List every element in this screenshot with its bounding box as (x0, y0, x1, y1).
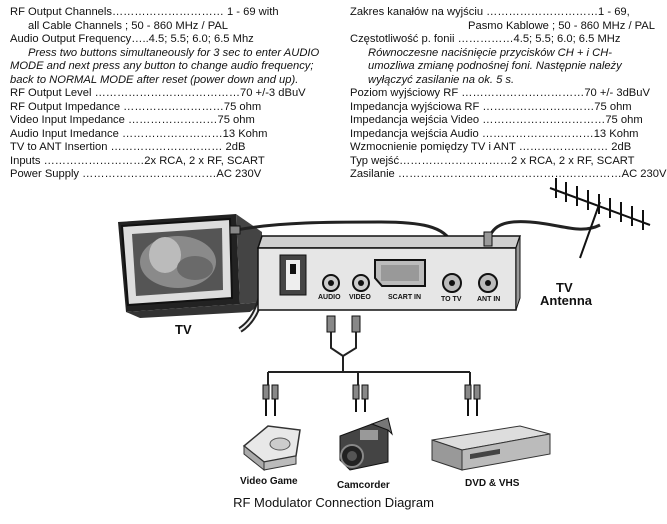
rf-modulator (256, 235, 522, 311)
cable-tv-to-modulator (235, 220, 454, 245)
spec-list-english: RF Output Channels………………………… 1 - 69 with… (10, 6, 335, 182)
spec-pl-line: Wzmocnienie pomiędzy TV i ANT …………………… 2… (350, 141, 632, 153)
spec-list-polish: Zakres kanałów na wyjściu …………………………1 - … (350, 6, 667, 182)
antenna-label-line1: TV (556, 280, 573, 295)
spec-pl-line: Impedancja wejścia Audio …………………………13 Ko… (350, 127, 639, 140)
diagram-caption: RF Modulator Connection Diagram (233, 495, 434, 510)
cable-antenna (486, 220, 601, 245)
ant-in-label: ANT IN (477, 296, 501, 303)
camcorder-label: Camcorder (337, 480, 390, 491)
spec-en-line: back to NORMAL MODE after reset (power d… (10, 73, 299, 86)
spec-pl-line: umozliwa zmianę podnośnej foni. Następni… (368, 60, 622, 72)
tv-label: TV (175, 322, 192, 337)
spec-en-line: Press two buttons simultaneously for 3 s… (28, 46, 320, 59)
rca-cable-main (267, 318, 471, 385)
spec-en-line: Video Input Impedance ……………………75 ohm (10, 114, 255, 126)
spec-pl-line: Impedancja wejścia Video ……………………………75 o… (350, 114, 643, 126)
spec-en-line: RF Output Channels………………………… 1 - 69 with (10, 6, 279, 18)
spec-pl-line: wyłączyć zasilanie na ok. 5 s. (368, 73, 515, 86)
spec-en-line: Inputs ………………………2x RCA, 2 x RF, SCART (10, 154, 265, 167)
spec-en-line: RF Output Impedance ………………………75 ohm (10, 100, 262, 113)
video-jack-label: VIDEO (349, 294, 371, 301)
spec-pl-line: Poziom wyjściowy RF ……………………………70 +/- 3d… (350, 87, 650, 99)
to-tv-label: TO TV (441, 296, 462, 303)
video-game-icon (242, 425, 301, 472)
audio-jack-label: AUDIO (318, 294, 341, 301)
spec-en-line: Audio Output Frequency…..4.5; 5.5; 6.0; … (10, 33, 254, 45)
spec-en-line: Audio Input Imedance ………………………13 Kohm (10, 127, 268, 140)
antenna-label-line2: Antenna (540, 293, 592, 308)
dvd-vhs-icon (431, 425, 551, 471)
video-game-label: Video Game (240, 476, 298, 487)
spec-en-line: RF Output Level …………………………………70 +/-3 dBu… (10, 87, 306, 99)
dvd-vhs-label: DVD & VHS (465, 478, 520, 489)
spec-en-line: TV to ANT Insertion ………………………… 2dB (10, 141, 246, 153)
antenna-icon (549, 178, 651, 259)
spec-pl-line: Impedancja wyjściowa RF …………………………75 ohm (350, 100, 632, 113)
spec-en-line: Power Supply ………………………………AC 230V (10, 168, 262, 180)
spec-pl-line: Równoczesne naciśnięcie przycisków CH + … (368, 46, 613, 59)
scart-in-label: SCART IN (388, 294, 422, 301)
spec-en-line: all Cable Channels ; 50 - 860 MHz / PAL (28, 19, 229, 32)
spec-pl-line: Zasilanie ……………………………………………………AC 230V (350, 168, 667, 180)
spec-en-line: MODE and next press any button to change… (10, 60, 314, 72)
spec-pl-line: Częstotliwość p. fonii ……………4.5; 5.5; 6.… (350, 33, 621, 45)
spec-pl-line: Typ wejść…………………………2 x RCA, 2 x RF, SCAR… (350, 154, 635, 167)
tv-set (118, 214, 262, 318)
camcorder-icon (339, 417, 393, 471)
spec-pl-line: Pasmo Kablowe ; 50 - 860 MHz / PAL (468, 19, 655, 32)
spec-pl-line: Zakres kanałów na wyjściu …………………………1 - … (350, 6, 630, 18)
